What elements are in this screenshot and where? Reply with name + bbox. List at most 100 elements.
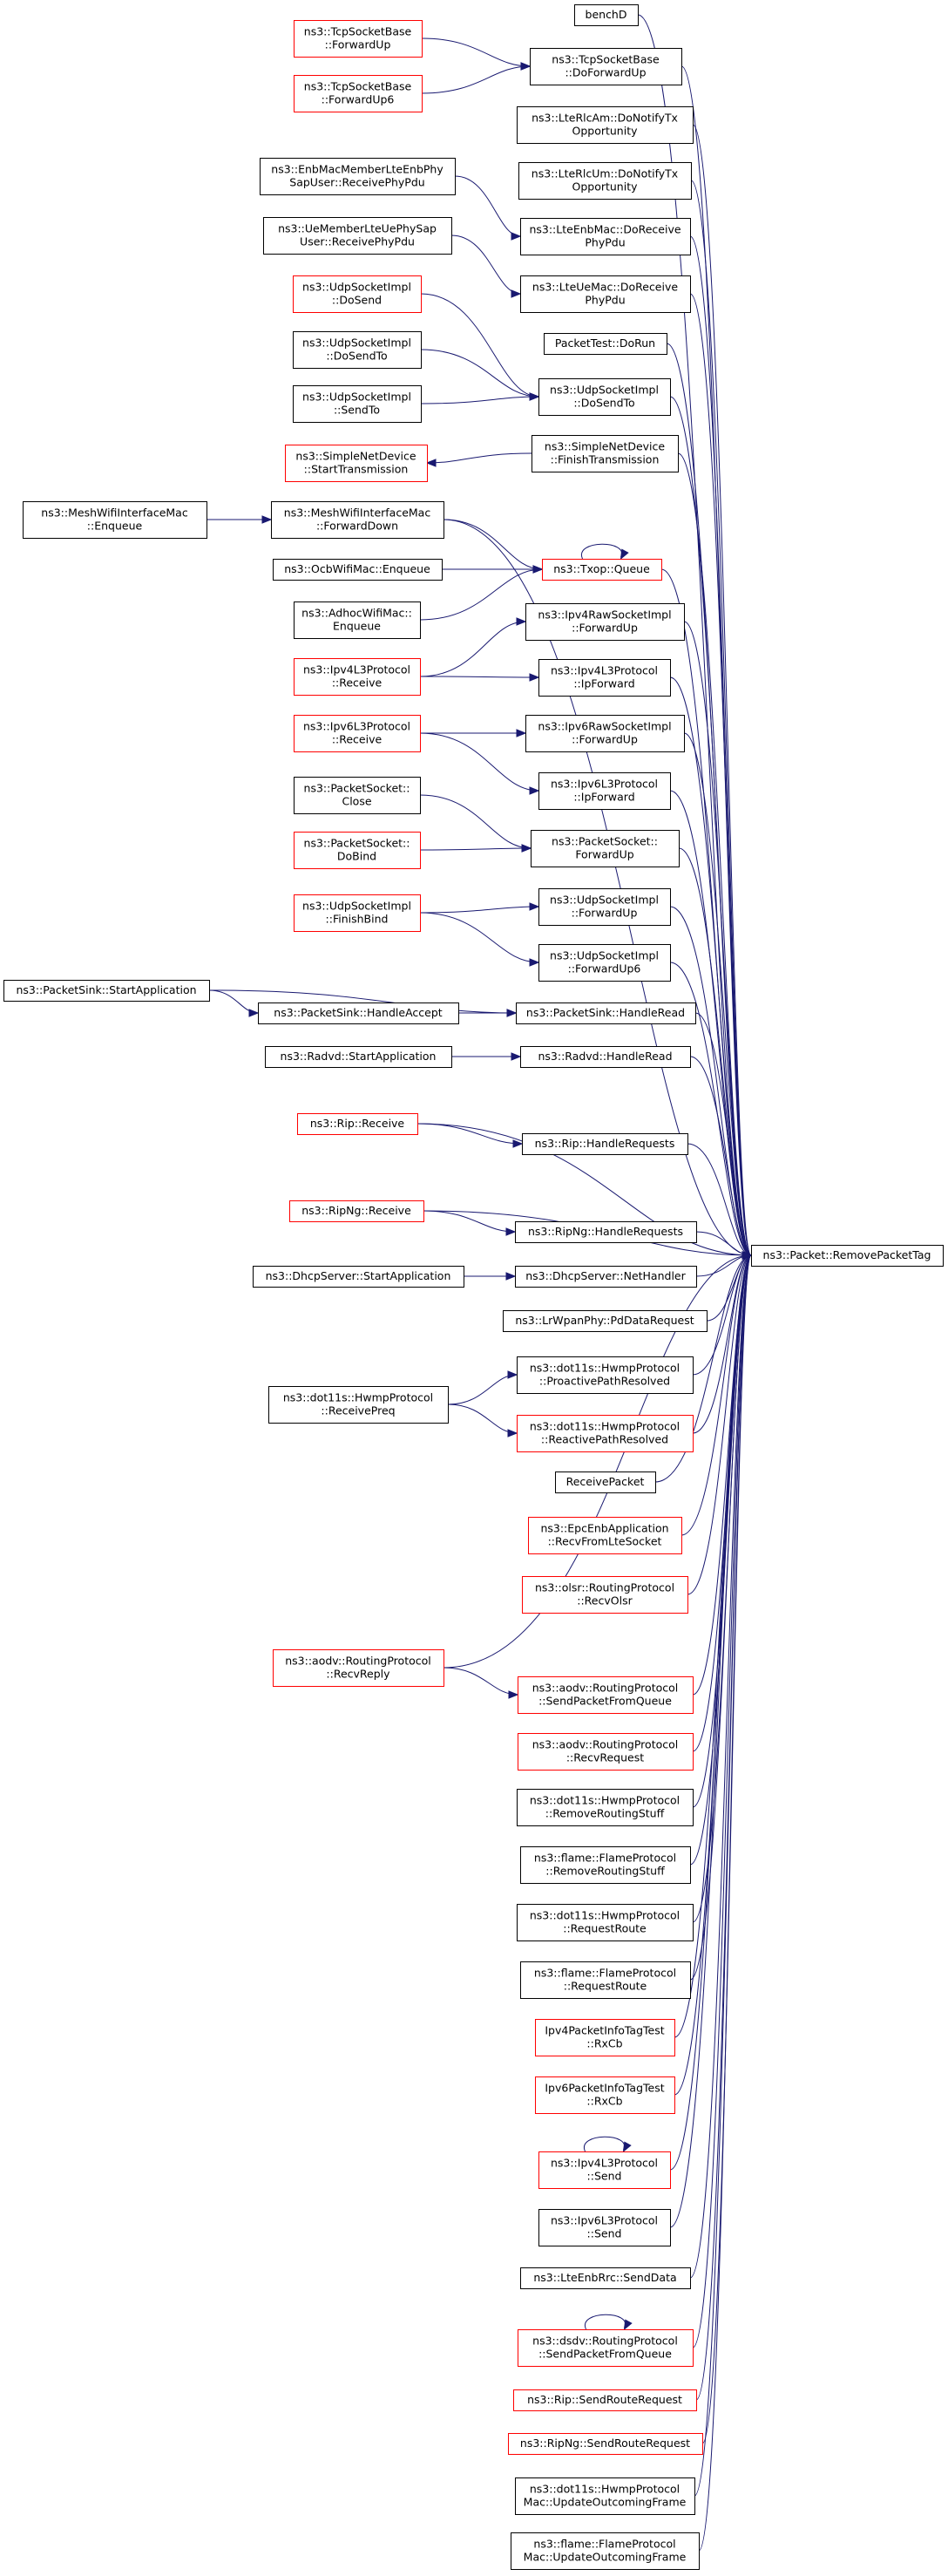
node-flame_remove[interactable]: ns3::flame::FlameProtocol::RemoveRouting… [520,1846,691,1884]
node-rip_sendreq[interactable]: ns3::Rip::SendRouteRequest [513,2389,697,2411]
edge-ipv4raw_forwardup-to-root [683,621,752,1256]
node-label-line: ns3::UdpSocketImpl [550,894,659,907]
edge-udp_sendto-to-udp_dosendto [420,396,539,404]
node-txop_queue[interactable]: ns3::Txop::Queue [542,559,662,581]
edge-ipv4l3_receive-to-ipv4raw_forwardup [419,621,526,677]
node-ipv6l3_ipforward[interactable]: ns3::Ipv6L3Protocol::IpForward [538,772,671,810]
node-label-line: ReceivePacket [566,1475,645,1488]
node-rip_requests[interactable]: ns3::Rip::HandleRequests [522,1133,688,1155]
node-box [285,445,428,482]
node-rip_receive[interactable]: ns3::Rip::Receive [297,1113,418,1135]
node-receivepacket[interactable]: ReceivePacket [555,1472,656,1493]
node-box [520,275,691,313]
node-box [511,2532,700,2570]
node-ipv4raw_forwardup[interactable]: ns3::Ipv4RawSocketImpl::ForwardUp [525,603,685,641]
node-box [538,888,671,926]
node-ipv4tag_rxcb[interactable]: Ipv4PacketInfoTagTest::RxCb [535,2019,675,2056]
node-label-line: ns3::PacketSink::HandleAccept [274,1006,442,1019]
node-ps_forwardup[interactable]: ns3::PacketSocket::ForwardUp [531,830,680,867]
node-ps_dobind[interactable]: ns3::PacketSocket::DoBind [294,832,421,869]
node-box [520,1046,691,1068]
node-box [260,158,456,195]
node-radvd_read[interactable]: ns3::Radvd::HandleRead [520,1046,691,1068]
node-root[interactable]: ns3::Packet::RemovePacketTag [751,1245,944,1267]
node-uemac_member[interactable]: ns3::UeMemberLteUePhySapUser::ReceivePhy… [263,217,452,255]
node-label-line: ns3::AdhocWifiMac:: [301,607,412,620]
node-udp_dosend[interactable]: ns3::UdpSocketImpl::DoSend [293,275,422,313]
node-snd_finish[interactable]: ns3::SimpleNetDevice::FinishTransmission [532,435,679,472]
node-olsr_recv[interactable]: ns3::olsr::RoutingProtocol::RecvOlsr [522,1576,688,1614]
node-udp_sendto[interactable]: ns3::UdpSocketImpl::SendTo [293,385,422,423]
node-hwmp_proactive[interactable]: ns3::dot11s::HwmpProtocol::ProactivePath… [517,1356,694,1394]
node-flamemac_update[interactable]: ns3::flame::FlameProtocolMac::UpdateOutc… [511,2532,700,2570]
node-psink_accept[interactable]: ns3::PacketSink::HandleAccept [258,1003,459,1024]
node-hwmpmac_update[interactable]: ns3::dot11s::HwmpProtocolMac::UpdateOutc… [515,2477,695,2515]
node-label-line: ForwardUp [575,848,633,861]
node-udp_forwardup[interactable]: ns3::UdpSocketImpl::ForwardUp [538,888,671,926]
node-udp_dosendto_a[interactable]: ns3::UdpSocketImpl::DoSendTo [293,331,422,369]
node-tcp_forwardup6[interactable]: ns3::TcpSocketBase::ForwardUp6 [294,75,423,112]
edge-hwmpmac_update-to-root [694,1254,752,2497]
edge-udp_finishbind-to-udp_forwardup-arrowhead [529,902,540,911]
node-ipv6l3_receive[interactable]: ns3::Ipv6L3Protocol::Receive [294,715,421,752]
node-tcp_doforwardup[interactable]: ns3::TcpSocketBase::DoForwardUp [530,48,682,85]
edge-mesh_forwarddown-to-root [443,519,752,1256]
node-mesh_enqueue[interactable]: ns3::MeshWifiInterfaceMac::Enqueue [23,501,207,539]
node-box [273,1649,444,1687]
node-hwmp_preq[interactable]: ns3::dot11s::HwmpProtocol::ReceivePreq [268,1386,449,1424]
node-flame_reqroute[interactable]: ns3::flame::FlameProtocol::RequestRoute [520,1961,691,1999]
edge-radvd_start-to-radvd_read-arrowhead [511,1052,522,1061]
node-radvd_start[interactable]: ns3::Radvd::StartApplication [265,1046,452,1068]
node-ipv6raw_forwardup[interactable]: ns3::Ipv6RawSocketImpl::ForwardUp [525,715,685,752]
node-ipv6tag_rxcb[interactable]: Ipv6PacketInfoTagTest::RxCb [535,2076,675,2114]
node-dhcp_start[interactable]: ns3::DhcpServer::StartApplication [253,1266,464,1288]
node-tcp_forwardup[interactable]: ns3::TcpSocketBase::ForwardUp [294,20,423,58]
node-label-line: ns3::DhcpServer::NetHandler [525,1269,686,1282]
edge-hwmp_preq-to-hwmp_reactive [447,1404,518,1434]
node-box [273,559,443,581]
node-ripng_receive[interactable]: ns3::RipNg::Receive [289,1200,424,1222]
node-hwmp_reqroute[interactable]: ns3::dot11s::HwmpProtocol::RequestRoute [517,1904,694,1941]
edge-udp_dosendto-to-root [669,396,752,1256]
node-ocb_enqueue[interactable]: ns3::OcbWifiMac::Enqueue [273,559,443,581]
node-ipv6l3_send[interactable]: ns3::Ipv6L3Protocol::Send [538,2209,671,2246]
node-udp_finishbind[interactable]: ns3::UdpSocketImpl::FinishBind [294,894,421,932]
node-hwmp_remove[interactable]: ns3::dot11s::HwmpProtocol::RemoveRouting… [517,1789,694,1826]
node-dhcp_net[interactable]: ns3::DhcpServer::NetHandler [515,1266,697,1288]
node-label-line: ::Send [587,2227,622,2240]
node-ipv4l3_ipforward[interactable]: ns3::Ipv4L3Protocol::IpForward [538,659,671,697]
node-ripng_requests[interactable]: ns3::RipNg::HandleRequests [515,1221,697,1243]
node-packettest_dorun[interactable]: PacketTest::DoRun [544,333,667,355]
node-box [538,659,671,697]
node-udp_dosendto[interactable]: ns3::UdpSocketImpl::DoSendTo [538,378,671,416]
node-psink_read[interactable]: ns3::PacketSink::HandleRead [516,1003,696,1024]
node-ripng_sendreq[interactable]: ns3::RipNg::SendRouteRequest [508,2433,703,2455]
node-dsdv_sendq[interactable]: ns3::dsdv::RoutingProtocol::SendPacketFr… [518,2329,694,2367]
node-lrwpan[interactable]: ns3::LrWpanPhy::PdDataRequest [503,1310,708,1332]
node-label-line: ns3::UdpSocketImpl [302,281,411,294]
node-enbmac_member[interactable]: ns3::EnbMacMemberLteEnbPhySapUser::Recei… [260,158,456,195]
node-ipv4l3_receive[interactable]: ns3::Ipv4L3Protocol::Receive [294,658,421,696]
node-benchD[interactable]: benchD [574,4,639,26]
node-label-line: ::SendPacketFromQueue [538,2348,672,2361]
node-udp_forwardup6[interactable]: ns3::UdpSocketImpl::ForwardUp6 [538,944,671,982]
node-aodv_sendq[interactable]: ns3::aodv::RoutingProtocol::SendPacketFr… [518,1676,694,1714]
node-psink_start[interactable]: ns3::PacketSink::StartApplication [3,980,210,1002]
node-ps_close[interactable]: ns3::PacketSocket::Close [294,777,421,814]
node-hwmp_reactive[interactable]: ns3::dot11s::HwmpProtocol::ReactivePathR… [517,1415,694,1452]
edge-snd_finish-to-snd_start-arrowhead [425,459,437,467]
node-ipv4l3_send[interactable]: ns3::Ipv4L3Protocol::Send [538,2151,671,2189]
node-lteenbrrc[interactable]: ns3::LteEnbRrc::SendData [520,2267,691,2289]
node-snd_start[interactable]: ns3::SimpleNetDevice::StartTransmission [285,445,428,482]
node-epc_recv[interactable]: ns3::EpcEnbApplication::RecvFromLteSocke… [528,1517,682,1554]
node-aodv_reply[interactable]: ns3::aodv::RoutingProtocol::RecvReply [273,1649,444,1687]
node-mesh_forwarddown[interactable]: ns3::MeshWifiInterfaceMac::ForwardDown [271,501,444,539]
node-aodv_request[interactable]: ns3::aodv::RoutingProtocol::RecvRequest [518,1733,694,1771]
node-label-line: ns3::MeshWifiInterfaceMac [284,506,431,520]
node-adhoc_enqueue[interactable]: ns3::AdhocWifiMac::Enqueue [294,602,421,639]
node-label-line: ::DoSendTo [573,397,634,410]
